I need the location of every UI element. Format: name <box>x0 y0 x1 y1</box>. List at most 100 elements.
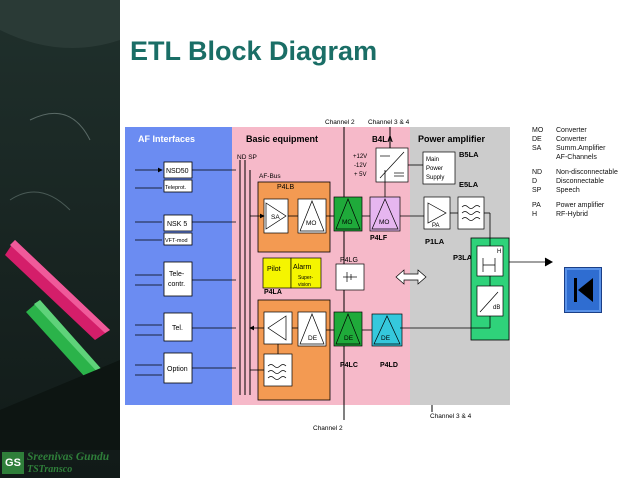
legend-key: DE <box>532 136 542 143</box>
legend-key: SA <box>532 145 542 152</box>
vft-mod-label: VFT-mod <box>165 238 188 244</box>
option-label: Option <box>167 366 188 373</box>
legend: MO Converter DE Converter SA Summ.Amplifier… <box>532 126 618 219</box>
brand-logo: GS <box>2 452 24 474</box>
rf-hybrid-block: H dB <box>470 237 510 341</box>
p4la-label: P4LA <box>264 289 282 296</box>
legend-value: Power amplifier <box>556 202 605 209</box>
de2-label: DE <box>344 335 354 342</box>
legend-key: ND <box>532 169 543 176</box>
pa-filter-block <box>457 196 485 230</box>
v12p-label: +12V <box>353 154 367 160</box>
sa-label: SA <box>271 214 280 221</box>
b5la-label: B5LA <box>459 150 479 159</box>
af-box-nsd50: NSD50 Teleprot. <box>163 161 193 193</box>
channel-3-4-bottom-label: Channel 3 & 4 <box>430 413 472 420</box>
p4lb-label: P4LB <box>277 184 294 191</box>
dc-converter-block <box>375 147 409 183</box>
brand-name: Sreenivas Gundu <box>27 451 110 463</box>
nsd50-label: NSD50 <box>166 168 189 175</box>
de3-label: DE <box>381 335 391 342</box>
legend-value: RF-Hybrid <box>556 211 588 218</box>
voltage-labels: +12V -12V + 5V <box>353 154 367 178</box>
mo-block-1: MO <box>297 198 327 234</box>
legend-key <box>532 153 556 162</box>
tel-label: Tel. <box>172 325 183 332</box>
signal-lines <box>249 164 545 371</box>
mo2-label: MO <box>342 219 352 226</box>
alarm-label: Alarm <box>293 264 311 271</box>
teleprot-label: Teleprot. <box>165 185 187 191</box>
p4ld-label: P4LD <box>380 362 398 369</box>
p4lg-label: P4LG <box>340 257 358 264</box>
first-slide-button[interactable] <box>564 267 602 313</box>
double-arrow-icon <box>395 269 427 285</box>
channel-2-bottom-label: Channel 2 <box>313 425 343 432</box>
p4lc-label: P4LC <box>340 362 358 369</box>
p4lg-block <box>335 263 365 291</box>
legend-value: AF-Channels <box>556 154 597 161</box>
v5-label: + 5V <box>354 172 367 178</box>
legend-key: PA <box>532 202 541 209</box>
legend-row: H RF-Hybrid <box>532 210 618 219</box>
legend-key: MO <box>532 127 544 134</box>
legend-value: Converter <box>556 136 587 143</box>
legend-value: Disconnectable <box>556 178 604 185</box>
main-power-label-3: Supply <box>426 175 444 181</box>
e5la-label: E5LA <box>459 180 479 189</box>
legend-key: SP <box>532 187 542 194</box>
legend-value: Converter <box>556 127 587 134</box>
af-box-option: Option <box>163 352 193 384</box>
legend-row: DE Converter <box>532 135 618 144</box>
af-bus-label: AF-Bus <box>259 173 281 180</box>
p4lf-label: P4LF <box>370 235 388 242</box>
legend-row: AF-Channels <box>532 153 618 162</box>
power-amplifier-header: Power amplifier <box>418 134 486 144</box>
basic-equipment-header: Basic equipment <box>246 134 318 144</box>
legend-row: SA Summ.Amplifier <box>532 144 618 153</box>
filter-block <box>263 353 293 387</box>
mo1-label: MO <box>306 220 316 227</box>
brand-company: TSTransco <box>27 464 73 475</box>
pa-label: PA <box>432 223 440 229</box>
af-box-tel: Tel. <box>163 312 193 342</box>
legend-value: Speech <box>556 187 580 194</box>
rf-output-arrow <box>544 257 554 267</box>
legend-row: SP Speech <box>532 186 618 195</box>
legend-row: MO Converter <box>532 126 618 135</box>
main-power-supply-block: Main Power Supply <box>422 151 456 185</box>
main-power-label-2: Power <box>426 166 443 172</box>
mo-block-green: MO <box>333 196 363 232</box>
mo-block-lilac: MO <box>369 196 401 232</box>
legend-row: PA Power amplifier <box>532 201 618 210</box>
chalkboard-decoration <box>0 0 120 478</box>
p1la-label: P1LA <box>425 237 445 246</box>
de-block-cyan: DE <box>371 313 403 347</box>
slide-title: ETL Block Diagram <box>130 36 378 66</box>
skip-back-icon <box>574 278 593 302</box>
pilot-block: Pilot <box>262 257 292 289</box>
sa-block: SA <box>263 198 289 234</box>
main-power-label-1: Main <box>426 157 439 163</box>
channel-2-top-label: Channel 2 <box>325 119 355 126</box>
alarm-block: Alarm Super- vision <box>290 257 322 289</box>
mo3-label: MO <box>379 219 389 226</box>
b4la-header: B4LA <box>372 135 393 144</box>
pa-block: PA <box>423 196 451 230</box>
receive-amp-block <box>263 311 293 345</box>
legend-row: D Disconnectable <box>532 177 618 186</box>
nd-sp-label: ND SP <box>237 154 257 161</box>
brand-footer: GS Sreenivas Gundu TSTransco <box>0 450 130 478</box>
de-block-1: DE <box>297 311 327 347</box>
af-interfaces-header: AF Interfaces <box>138 134 195 144</box>
supervision-label-1: Super- <box>298 275 313 281</box>
legend-value: Summ.Amplifier <box>556 145 606 152</box>
channel-3-4-top-label: Channel 3 & 4 <box>368 119 410 126</box>
legend-key: D <box>532 178 538 185</box>
de1-label: DE <box>308 335 318 342</box>
legend-key: H <box>532 211 538 218</box>
supervision-label-2: vision <box>298 282 311 288</box>
